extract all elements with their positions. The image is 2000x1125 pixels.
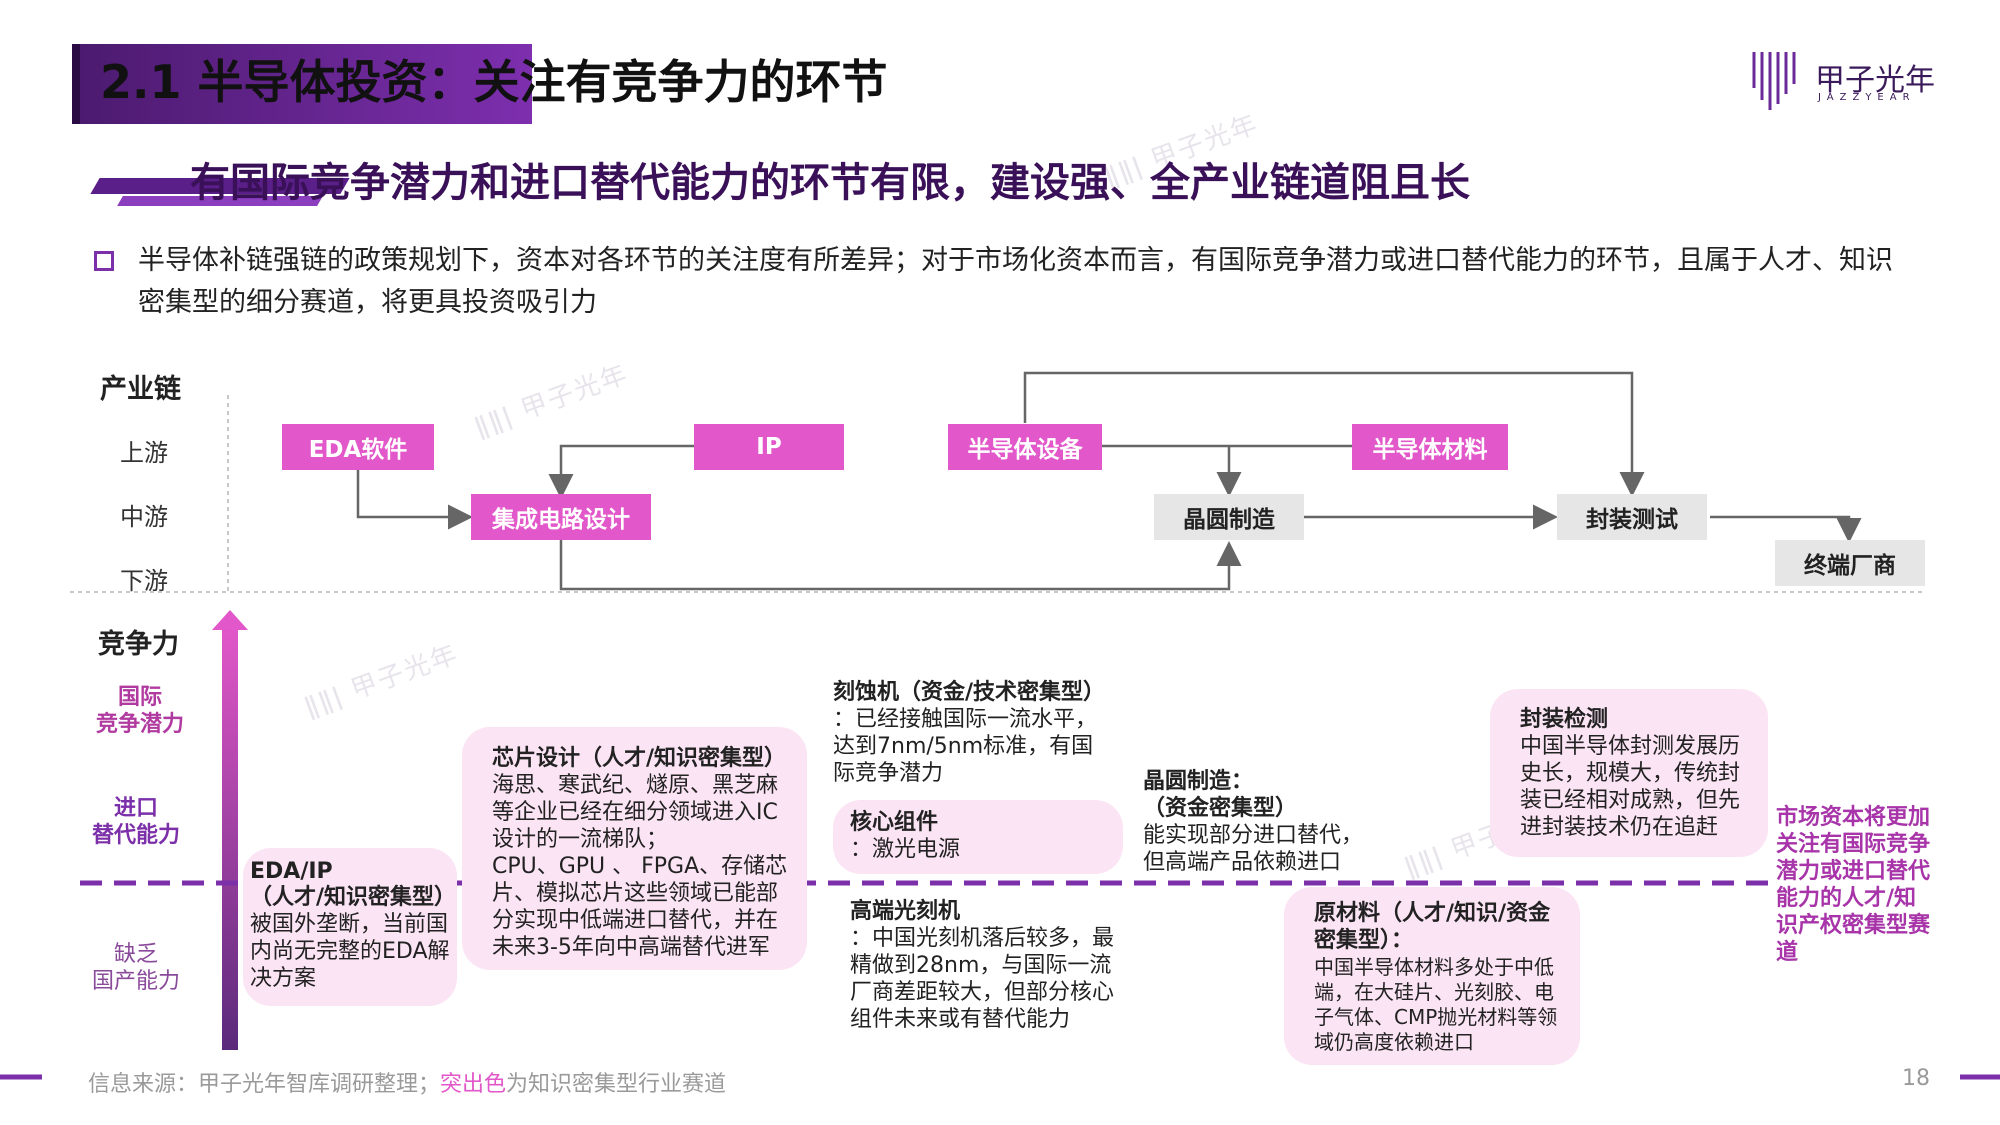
source-note: 信息来源：甲子光年智库调研整理；突出色为知识密集型行业赛道 <box>88 1066 726 1098</box>
card-core-components <box>833 800 1123 874</box>
card-eda-ip <box>243 848 457 1006</box>
card-chip-design <box>462 727 807 970</box>
upstream-label: 上游 <box>120 439 168 467</box>
logo-subtext: JAZZYEAR <box>1818 92 1916 103</box>
card-core-title: 核心组件 <box>850 810 939 835</box>
card-litho-title: 高端光刻机 <box>850 899 961 924</box>
level-import-sub: 进口 替代能力 <box>91 796 180 848</box>
subtitle: 有国际竞争潜力和进口替代能力的环节有限，建设强、全产业链道阻且长 <box>190 160 1470 206</box>
node-terminal-vendor: 终端厂商 <box>1775 540 1925 586</box>
node-semiconductor-material: 半导体材料 <box>1352 424 1508 470</box>
card-raw-body: 中国半导体材料多处于中低端，在大硅片、光刻胶、电子气体、CMP抛光材料等领域仍高… <box>1314 955 1558 1054</box>
card-core-body: ：激光电源 <box>850 837 961 862</box>
node-wafer-manufacturing: 晶圆制造 <box>1154 494 1304 540</box>
card-wafer-title: 晶圆制造： <box>1143 769 1254 794</box>
card-chip-body: 海思、寒武纪、燧原、黑芝麻等企业已经在细分领域进入IC设计的一流梯队； CPU、… <box>492 773 788 960</box>
title-bar <box>72 44 532 124</box>
title-accent <box>72 44 80 124</box>
card-etch-title: 刻蚀机（资金/技术密集型） <box>833 680 1106 705</box>
node-ip: IP <box>694 424 844 470</box>
node-eda-software: EDA软件 <box>282 424 434 470</box>
node-ic-design: 集成电路设计 <box>471 494 651 540</box>
page-number: 18 <box>1902 1066 1930 1091</box>
card-chip-title: 芯片设计（人才/知识密集型） <box>492 746 787 771</box>
source-highlight: 突出色 <box>440 1072 507 1097</box>
logo-text: 甲子光年 <box>1815 63 1935 98</box>
conclusion-note: 市场资本将更加关注有国际竞争潜力或进口替代能力的人才/知识产权密集型赛道 <box>1776 805 1931 965</box>
card-packaging <box>1490 689 1768 857</box>
node-packaging-testing: 封装测试 <box>1557 494 1707 540</box>
chain-label: 产业链 <box>100 374 181 405</box>
card-raw-material <box>1284 887 1580 1065</box>
midstream-label: 中游 <box>120 503 168 531</box>
page-title: 2.1 半导体投资：关注有竞争力的环节 <box>100 55 888 109</box>
source-suffix: 为知识密集型行业赛道 <box>506 1072 727 1097</box>
card-wafer-type: （资金密集型） <box>1143 796 1298 821</box>
competitiveness-label: 竞争力 <box>98 629 179 660</box>
card-pkg-body: 中国半导体封测发展历史长，规模大，传统封装已经相对成熟，但先进封装技术仍在追赶 <box>1520 734 1741 840</box>
card-wafer-body: 能实现部分进口替代，但高端产品依赖进口 <box>1143 823 1364 875</box>
card-eda-title: EDA/IP <box>250 859 333 884</box>
card-pkg-title: 封装检测 <box>1520 707 1609 732</box>
card-etch-body: ：已经接触国际一流水平，达到7nm/5nm标准，有国际竞争潜力 <box>833 707 1098 786</box>
card-litho-body: ：中国光刻机落后较多，最精做到28nm，与国际一流厂商差距较大，但部分核心组件未… <box>850 926 1115 1032</box>
card-raw-title: 原材料（人才/知识/资金密集型）： <box>1314 901 1551 953</box>
node-semiconductor-equipment: 半导体设备 <box>948 424 1102 470</box>
logo-icon <box>1752 52 1796 110</box>
level-international: 国际 竞争潜力 <box>95 685 184 737</box>
bullet-icon <box>94 251 114 271</box>
bullet-text: 半导体补链强链的政策规划下，资本对各环节的关注度有所差异；对于市场化资本而言，有… <box>138 245 1893 318</box>
downstream-label: 下游 <box>120 567 168 595</box>
card-eda-body: 被国外垄断，当前国内尚无完整的EDA解决方案 <box>250 912 450 991</box>
card-eda-type: （人才/知识密集型） <box>250 885 457 910</box>
source-prefix: 信息来源：甲子光年智库调研整理； <box>88 1072 441 1097</box>
level-lacking: 缺乏 国产能力 <box>91 942 180 994</box>
